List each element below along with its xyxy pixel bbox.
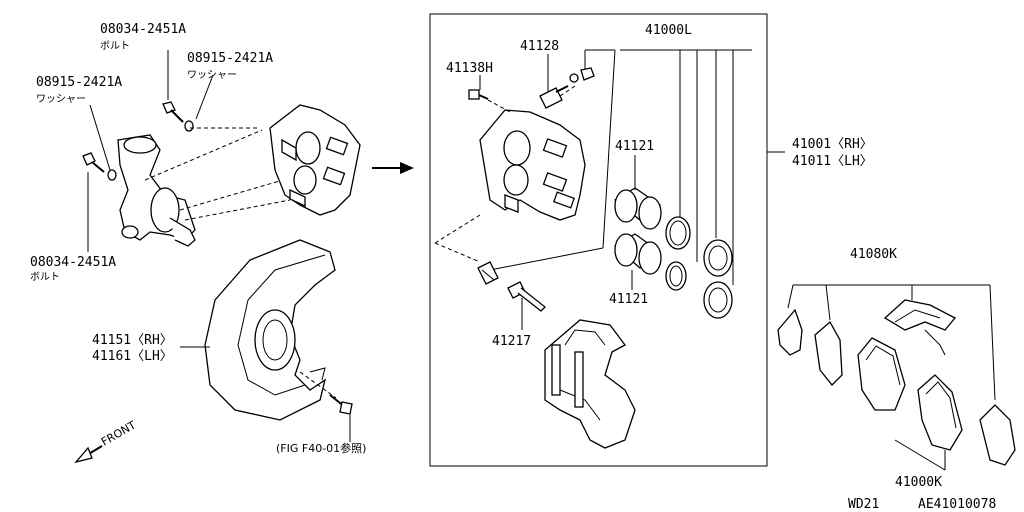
label-bolt-upper-jp: ボルト — [100, 40, 130, 52]
shim-outer — [979, 404, 1016, 466]
bolt-left — [82, 152, 105, 173]
label-fig-ref: (FIG F40-01参照) — [276, 441, 366, 455]
caliper-body — [479, 109, 586, 221]
direction-arrow — [372, 162, 414, 174]
label-piston-lower: 41121 — [609, 292, 648, 307]
guide-pin — [507, 281, 546, 312]
washer-left — [107, 169, 117, 181]
pad-kit-brackets — [787, 284, 996, 401]
front-arrow — [74, 445, 103, 464]
label-caliper-kit: 41000L — [645, 23, 692, 38]
piston-lower — [613, 233, 662, 275]
label-front: FRONT — [99, 418, 138, 448]
shim-left — [777, 308, 803, 356]
piston-boot-lower — [703, 281, 733, 319]
splash-shield — [204, 239, 336, 421]
bleeder-screw — [539, 85, 569, 109]
label-pin: 41217 — [492, 334, 531, 349]
caliper-frame — [429, 13, 768, 467]
shim-inner — [814, 320, 843, 386]
label-bolt-upper-pn: 08034-2451A — [100, 22, 186, 37]
bleeder-cap — [468, 89, 489, 100]
bolt-upper — [162, 101, 184, 123]
label-piston-upper: 41121 — [615, 139, 654, 154]
piston-upper — [613, 187, 662, 230]
steering-knuckle — [117, 134, 196, 247]
bleeder-seal — [569, 67, 595, 83]
label-figure-code: AE41010078 — [918, 497, 996, 512]
label-pad-kit-bottom: 41000K — [895, 475, 942, 490]
label-washer-left-pn: 08915-2421A — [36, 75, 122, 90]
label-bolt-lower-jp: ボルト — [30, 271, 60, 283]
caliper-support — [544, 319, 636, 449]
pad-inner — [857, 337, 906, 411]
label-washer-left-jp: ワッシャー — [36, 94, 86, 105]
label-pad-kit-top: 41080K — [850, 247, 897, 262]
label-shield-rh: 41151〈RH〉 — [92, 333, 173, 348]
label-cap: 41138H — [446, 61, 493, 76]
label-model-code: WD21 — [848, 497, 879, 512]
label-bleeder: 41128 — [520, 39, 559, 54]
piston-boot-upper — [703, 239, 733, 277]
label-washer-upper-jp: ワッシャー — [187, 70, 237, 81]
pin-boot — [477, 261, 499, 285]
pad-outer — [917, 374, 963, 451]
label-caliper-rh: 41001〈RH〉 — [792, 137, 873, 152]
shield-bolt — [329, 394, 353, 415]
label-shield-lh: 41161〈LH〉 — [92, 349, 173, 364]
label-bolt-lower-pn: 08034-2451A — [30, 255, 116, 270]
piston-seal-lower — [665, 261, 687, 291]
label-washer-upper-pn: 08915-2421A — [187, 51, 273, 66]
washer-upper — [184, 120, 194, 132]
anti-squeal-spring — [883, 299, 957, 356]
label-caliper-lh: 41011〈LH〉 — [792, 154, 873, 169]
caliper-assembly-left — [269, 104, 361, 216]
